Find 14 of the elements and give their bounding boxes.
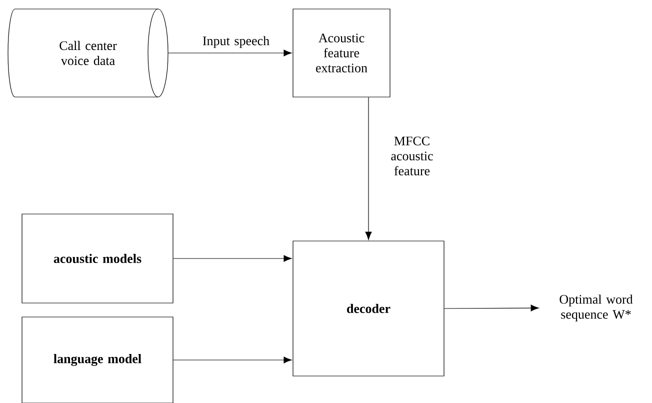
process-box: language model <box>22 316 174 403</box>
edge-label: MFCC acoustic feature <box>391 136 433 176</box>
process-box: acoustic models <box>22 214 174 304</box>
arrow <box>168 50 292 56</box>
node-label: Call center voice data <box>60 40 117 66</box>
arrow <box>444 304 539 312</box>
process-box: decoder <box>292 240 444 376</box>
output-text: Optimal word sequence W* <box>560 294 633 322</box>
edge-label: Input speech <box>202 36 270 48</box>
database-cylinder: Call center voice data <box>8 8 168 98</box>
arrow <box>173 255 292 262</box>
arrow <box>173 356 292 364</box>
process-box: Acoustic feature extraction <box>292 8 390 98</box>
arrow <box>365 97 372 240</box>
